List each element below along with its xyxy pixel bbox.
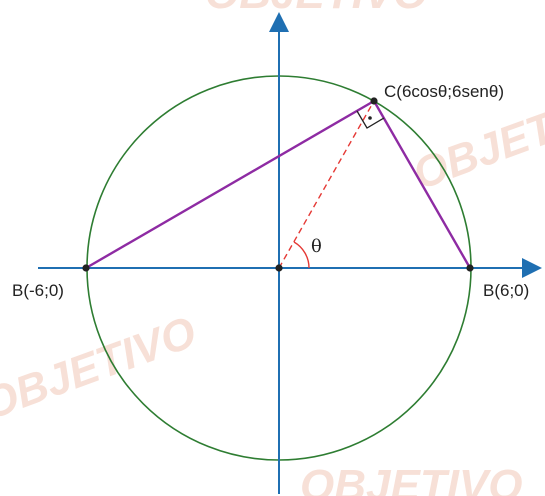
watermark-text: OBJETIVO <box>205 0 428 18</box>
triangle-side-left <box>85 99 375 270</box>
angle-label: θ <box>311 236 322 257</box>
watermark-top: OBJETIVO <box>205 0 428 18</box>
watermark-text: OBJETIVO <box>0 307 203 429</box>
triangle-side-right <box>372 100 472 269</box>
watermark-text: OBJETIVO <box>300 461 523 496</box>
right-angle-marker <box>356 110 385 129</box>
point-b-right <box>466 264 474 272</box>
point-b-left <box>82 264 90 272</box>
point-b-left-label: B(-6;0) <box>12 281 64 300</box>
angle-arc <box>293 241 310 269</box>
point-c <box>370 97 378 105</box>
radius-dashed <box>278 100 375 269</box>
point-origin <box>275 264 283 272</box>
point-b-right-label: B(6;0) <box>483 281 529 300</box>
point-c-label: C(6cosθ;6senθ) <box>384 82 504 101</box>
right-angle-dot <box>368 116 372 120</box>
watermark-left: OBJETIVO <box>0 307 203 429</box>
watermark-bottom: OBJETIVO <box>300 461 523 496</box>
